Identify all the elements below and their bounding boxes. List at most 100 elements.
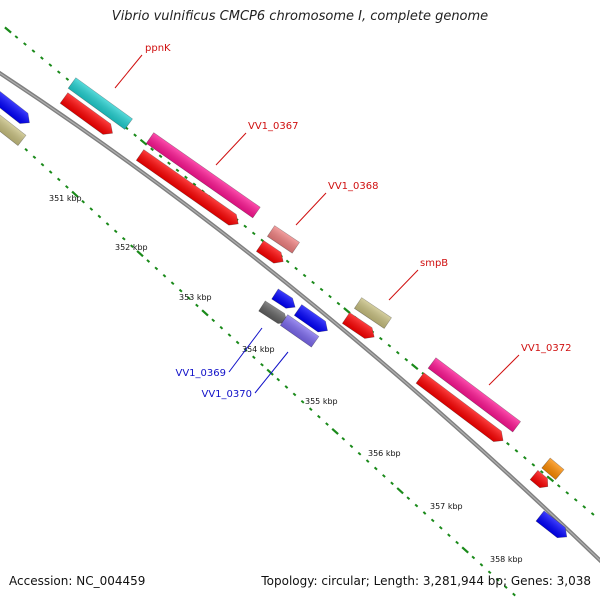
- inner-tick-mark: [390, 481, 394, 486]
- gene-VV1_0367: [145, 132, 261, 219]
- inner-tick-mark: [292, 392, 297, 397]
- gene-label-leader: [488, 354, 520, 386]
- genome-summary-text: Topology: circular; Length: 3,281,944 bp…: [261, 574, 591, 588]
- inner-tick-mark: [113, 229, 118, 234]
- outer-tick-mark: [336, 301, 341, 306]
- inner-tick-mark: [471, 555, 476, 560]
- inner-tick-mark: [479, 563, 484, 567]
- gene-red-357: [529, 469, 549, 489]
- outer-tick-mark: [175, 168, 180, 173]
- outer-tick-mark: [582, 505, 587, 509]
- inner-tick-mark: [219, 325, 224, 330]
- gene-label: VV1_0367: [248, 121, 299, 132]
- gene-smpB: [353, 297, 392, 329]
- inner-tick-mark: [308, 407, 313, 412]
- outer-tick-mark: [590, 512, 595, 516]
- inner-tick-mark: [211, 318, 216, 323]
- scale-label: 357 kbp: [430, 502, 463, 511]
- outer-tick-mark: [319, 287, 324, 292]
- inner-tick-mark: [89, 207, 94, 211]
- inner-tick-mark: [357, 451, 362, 456]
- gene-label-leader: [295, 192, 327, 226]
- outer-tick-mark: [184, 175, 188, 180]
- outer-tick-mark: [328, 294, 332, 299]
- inner-tick-mark: [455, 540, 459, 545]
- gene-label-leader: [228, 327, 263, 373]
- scale-label: 352 kbp: [115, 243, 148, 252]
- inner-tick-mark: [136, 250, 144, 258]
- outer-tick-mark: [523, 456, 527, 460]
- outer-tick-mark: [4, 26, 12, 34]
- inner-tick-mark: [121, 236, 126, 241]
- gene-VV1_0372: [427, 357, 521, 433]
- outer-tick-mark: [506, 442, 510, 446]
- chromosome-backbone: [0, 70, 600, 564]
- inner-tick-mark: [382, 474, 386, 478]
- gene-blue-354: [271, 288, 296, 309]
- gene-olive-left: [0, 111, 27, 146]
- inner-tick-mark: [325, 422, 329, 426]
- gene-label: VV1_0368: [328, 181, 379, 192]
- inner-tick-mark: [487, 570, 492, 575]
- scale-label: 354 kbp: [242, 345, 275, 354]
- map-title: Vibrio vulnificus CMCP6 chromosome I, co…: [111, 9, 489, 24]
- inner-tick-mark: [178, 288, 183, 293]
- outer-tick-mark: [56, 70, 61, 74]
- outer-tick-mark: [167, 161, 171, 166]
- gene-label: VV1_0369: [176, 368, 227, 379]
- outer-tick-mark: [285, 259, 290, 264]
- inner-tick-mark: [504, 585, 508, 589]
- inner-tick-mark: [201, 309, 209, 317]
- gene-blue-left: [0, 89, 30, 124]
- gene-label: smpB: [420, 258, 448, 269]
- outer-tick-mark: [410, 363, 419, 371]
- gene-label: VV1_0370: [202, 389, 253, 400]
- outer-tick-mark: [302, 273, 307, 278]
- outer-tick-mark: [14, 35, 19, 39]
- scale-label: 355 kbp: [305, 397, 338, 406]
- gene-VV1_0368: [266, 225, 300, 254]
- outer-tick-mark: [311, 280, 315, 285]
- inner-tick-mark: [97, 214, 102, 219]
- inner-tick-mark: [71, 190, 79, 198]
- inner-tick-mark: [349, 444, 354, 449]
- outer-tick-mark: [251, 231, 256, 236]
- gene-label-leader: [215, 132, 247, 166]
- inner-tick-mark: [154, 266, 159, 271]
- inner-tick-mark: [300, 399, 305, 404]
- outer-tick-mark: [514, 449, 519, 453]
- inner-tick-mark: [438, 525, 443, 530]
- outer-tick-mark: [395, 350, 400, 355]
- gene-red-VV1_0368: [255, 240, 284, 264]
- gene-labels: ppnKVV1_0367VV1_0368smpBVV1_0372VV1_0369…: [114, 43, 572, 400]
- gene-orange-357: [541, 457, 565, 480]
- gene-label-leader: [114, 54, 143, 89]
- inner-tick-mark: [512, 592, 516, 597]
- gene-red-smpB: [341, 312, 375, 339]
- outer-tick-mark: [23, 42, 27, 46]
- outer-tick-mark: [192, 182, 197, 187]
- inner-tick-mark: [24, 147, 29, 152]
- inner-tick-mark: [227, 333, 232, 337]
- outer-tick-mark: [158, 154, 163, 159]
- scale-label: 353 kbp: [179, 293, 212, 302]
- inner-tick-mark: [65, 185, 69, 189]
- inner-tick-mark: [32, 155, 37, 160]
- inner-tick-mark: [260, 362, 264, 367]
- outer-tick-mark: [404, 357, 409, 362]
- gene-blue-358: [535, 510, 568, 539]
- inner-tick-mark: [396, 487, 404, 495]
- inner-tick-mark: [414, 503, 419, 508]
- inner-tick-mark: [170, 281, 175, 286]
- outer-tick-mark: [539, 470, 544, 474]
- outer-tick-mark: [556, 484, 561, 488]
- inner-tick-mark: [162, 273, 167, 278]
- gene-VV1_0370: [279, 314, 320, 348]
- outer-tick-mark: [387, 343, 392, 348]
- gene-red-ppnK: [59, 92, 113, 135]
- outer-tick-mark: [243, 224, 248, 229]
- gene-label-leader: [254, 351, 289, 394]
- inner-tick-mark: [195, 303, 199, 308]
